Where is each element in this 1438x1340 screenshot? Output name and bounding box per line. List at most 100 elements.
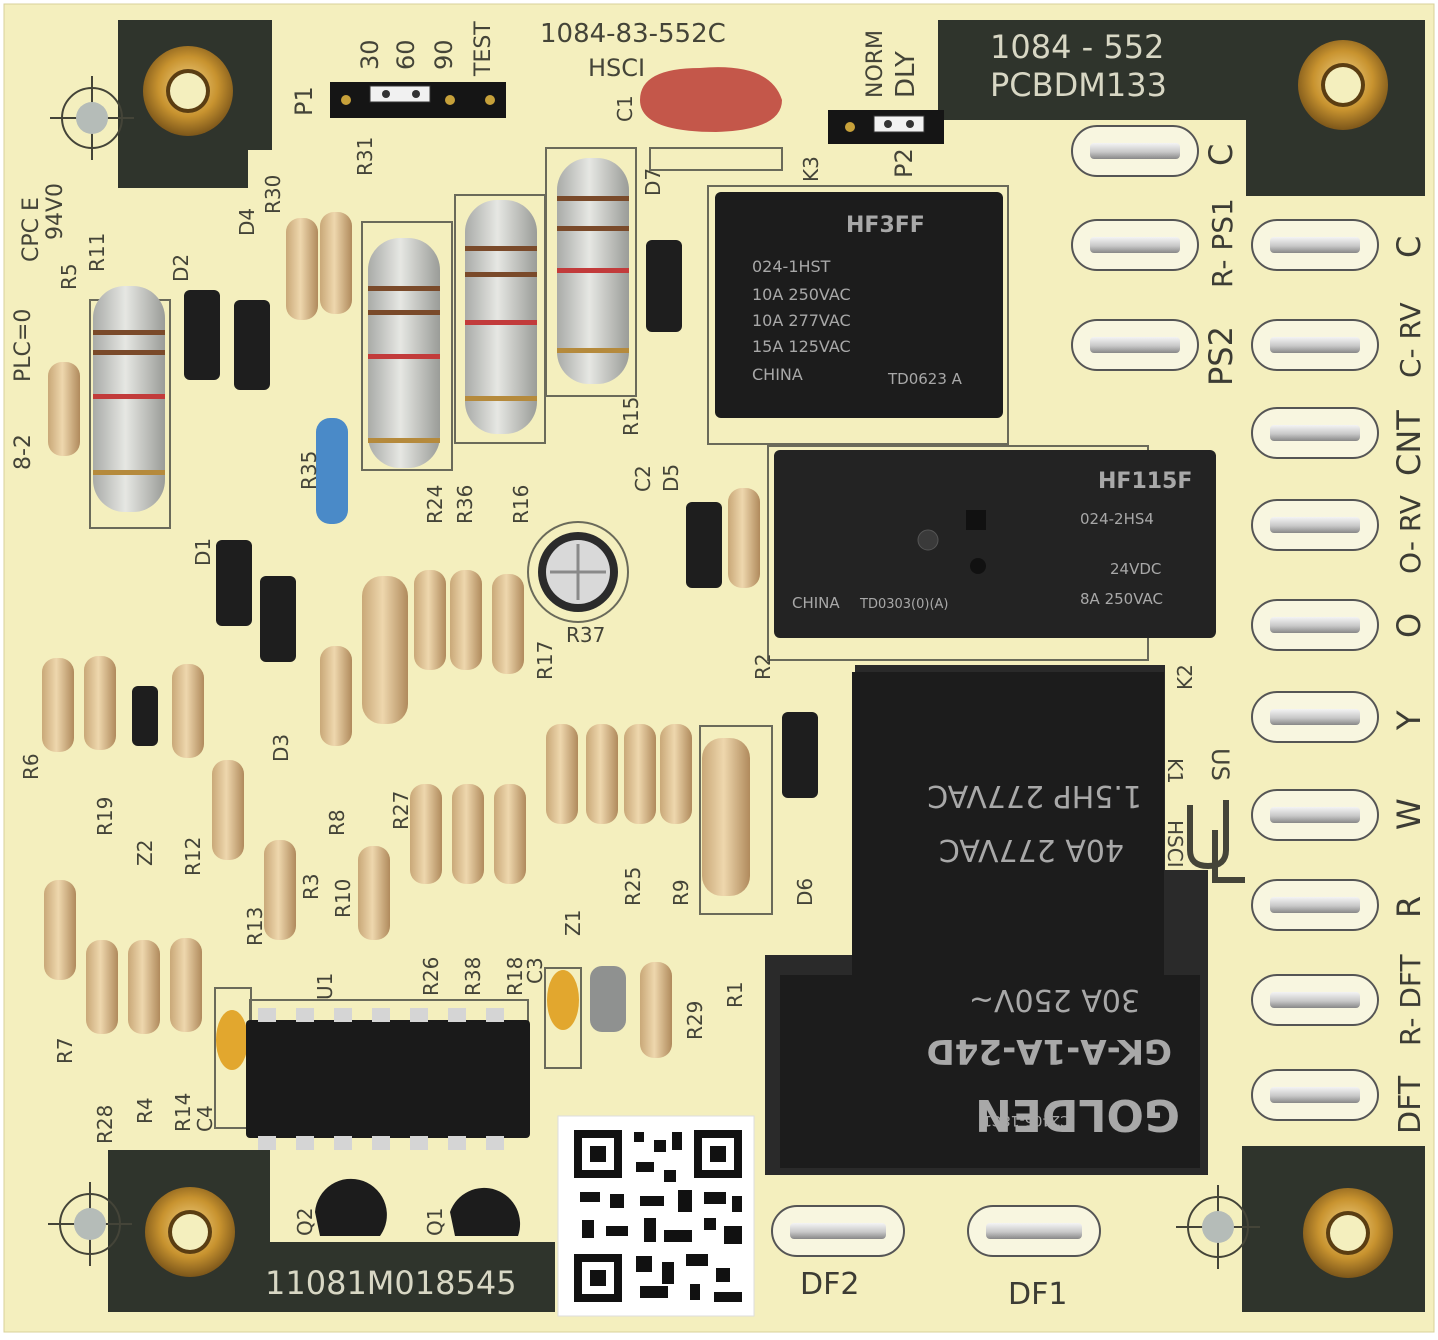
svg-text:R25: R25 xyxy=(621,867,645,906)
svg-text:D4: D4 xyxy=(235,208,259,236)
capacitor-c1 xyxy=(640,67,782,132)
label-r: R xyxy=(1390,896,1428,918)
terminal-c-top xyxy=(1071,125,1199,177)
svg-text:C2: C2 xyxy=(631,465,655,492)
svg-text:R11: R11 xyxy=(85,233,109,272)
svg-text:C2405-18C1: C2405-18C1 xyxy=(983,1112,1070,1128)
svg-text:C1: C1 xyxy=(613,95,637,122)
svg-text:R4: R4 xyxy=(133,1097,157,1124)
svg-text:R12: R12 xyxy=(181,837,205,876)
svg-text:R9: R9 xyxy=(669,879,693,906)
p1-option-test: TEST xyxy=(471,21,496,77)
svg-text:R15: R15 xyxy=(619,397,643,436)
svg-text:D3: D3 xyxy=(269,734,293,762)
rev-marking: 8-2 xyxy=(11,434,36,470)
svg-text:C3: C3 xyxy=(523,957,547,984)
svg-text:R17: R17 xyxy=(533,641,557,680)
label-y: Y xyxy=(1390,710,1428,731)
svg-text:HF3FF: HF3FF xyxy=(846,213,925,238)
svg-text:30A 250V~: 30A 250V~ xyxy=(969,982,1140,1017)
relay-k1-ref: K1 xyxy=(1163,758,1187,784)
relay-k3-body xyxy=(715,192,1003,418)
svg-text:GOLDEN: GOLDEN xyxy=(975,1089,1180,1140)
svg-text:R36: R36 xyxy=(453,485,477,524)
svg-text:10A 277VAC: 10A 277VAC xyxy=(752,311,851,330)
p1-option-60: 60 xyxy=(392,39,420,70)
label-dft: DFT xyxy=(1393,1075,1428,1134)
svg-text:R7: R7 xyxy=(53,1037,77,1064)
svg-text:R13: R13 xyxy=(243,907,267,946)
svg-text:15A 125VAC: 15A 125VAC xyxy=(752,337,851,356)
relay-k2-markings: HF115F 024-2HS4 24VDC 8A 250VAC CHINA TD… xyxy=(792,469,1192,612)
spade-terminals xyxy=(771,125,1379,1257)
svg-text:R10: R10 xyxy=(331,879,355,918)
ic-u1 xyxy=(246,1008,530,1150)
diodes xyxy=(132,240,818,1032)
terminal-o xyxy=(1251,599,1379,651)
mounting-hole-bottom-left xyxy=(145,1187,235,1277)
svg-text:R19: R19 xyxy=(93,797,117,836)
label-o-rv: O- RV xyxy=(1394,495,1427,574)
capacitor-c3 xyxy=(547,970,579,1030)
svg-text:CHINA: CHINA xyxy=(752,365,803,384)
terminal-w xyxy=(1251,789,1379,841)
p2-option-dly: DLY xyxy=(891,51,921,98)
label-c: C xyxy=(1390,236,1428,258)
corner-label-line1: 1084 - 552 xyxy=(990,28,1164,66)
power-resistors xyxy=(93,158,629,512)
svg-text:R16: R16 xyxy=(509,485,533,524)
svg-text:U1: U1 xyxy=(313,973,337,1000)
terminal-df1 xyxy=(967,1205,1101,1257)
svg-text:R35: R35 xyxy=(297,451,321,490)
grade-marking: 94V0 xyxy=(43,183,68,240)
terminal-dft xyxy=(1251,1069,1379,1121)
svg-text:R3: R3 xyxy=(299,873,323,900)
p2-label: P2 xyxy=(890,148,918,178)
label-o: O xyxy=(1390,613,1428,638)
relay-k3-markings: HF3FF 024-1HST 10A 250VAC 10A 277VAC 15A… xyxy=(752,213,963,388)
terminal-r-ps1 xyxy=(1071,219,1199,271)
terminal-cnt xyxy=(1251,407,1379,459)
transistor-q1 xyxy=(450,1187,521,1236)
terminal-r-dft xyxy=(1251,974,1379,1026)
terminal-df2 xyxy=(771,1205,905,1257)
jumper-header-p1 xyxy=(330,82,506,118)
cpc-marking: CPC E xyxy=(19,197,44,262)
svg-text:8A 250VAC: 8A 250VAC xyxy=(1080,590,1163,608)
ul-us-text: US xyxy=(1206,748,1234,781)
capacitor-c2 xyxy=(538,532,618,612)
svg-text:R8: R8 xyxy=(325,809,349,836)
label-df2: DF2 xyxy=(800,1267,859,1302)
p1-option-30: 30 xyxy=(356,39,384,70)
svg-text:R6: R6 xyxy=(19,753,43,780)
svg-text:R24: R24 xyxy=(423,485,447,524)
svg-text:R26: R26 xyxy=(419,957,443,996)
capacitor-c4 xyxy=(216,1010,248,1070)
svg-text:1.5HP 277VAC: 1.5HP 277VAC xyxy=(927,778,1142,813)
relay-k1-hsci: HSCI xyxy=(1163,820,1187,868)
terminal-c xyxy=(1251,219,1379,271)
svg-text:Z1: Z1 xyxy=(561,910,585,936)
p2-option-norm: NORM xyxy=(863,30,888,98)
svg-text:R38: R38 xyxy=(461,957,485,996)
label-w: W xyxy=(1390,798,1428,830)
svg-text:Q1: Q1 xyxy=(423,1208,447,1236)
mounting-hole-top-left xyxy=(143,46,233,136)
p1-label: P1 xyxy=(290,86,318,116)
svg-text:R18: R18 xyxy=(503,957,527,996)
hsci-label: HSCI xyxy=(588,54,645,82)
terminal-ps2 xyxy=(1071,319,1199,371)
terminal-r xyxy=(1251,879,1379,931)
relay-k2-ref: K2 xyxy=(1173,664,1197,690)
svg-text:024-1HST: 024-1HST xyxy=(752,257,831,276)
svg-text:R29: R29 xyxy=(683,1001,707,1040)
label-df1: DF1 xyxy=(1008,1277,1067,1312)
mounting-hole-bottom-right xyxy=(1303,1188,1393,1278)
label-r-ps1: R- PS1 xyxy=(1206,198,1239,288)
qr-code xyxy=(557,1115,755,1317)
svg-text:40A 277VAC: 40A 277VAC xyxy=(939,832,1124,867)
relay-k2-body xyxy=(774,450,1216,638)
svg-text:24VDC: 24VDC xyxy=(1110,560,1161,578)
relay-k1-markings: GOLDEN GK-A-1A-24D 30A 250V~ 40A 277VAC … xyxy=(927,778,1180,1140)
p1-option-90: 90 xyxy=(430,39,458,70)
